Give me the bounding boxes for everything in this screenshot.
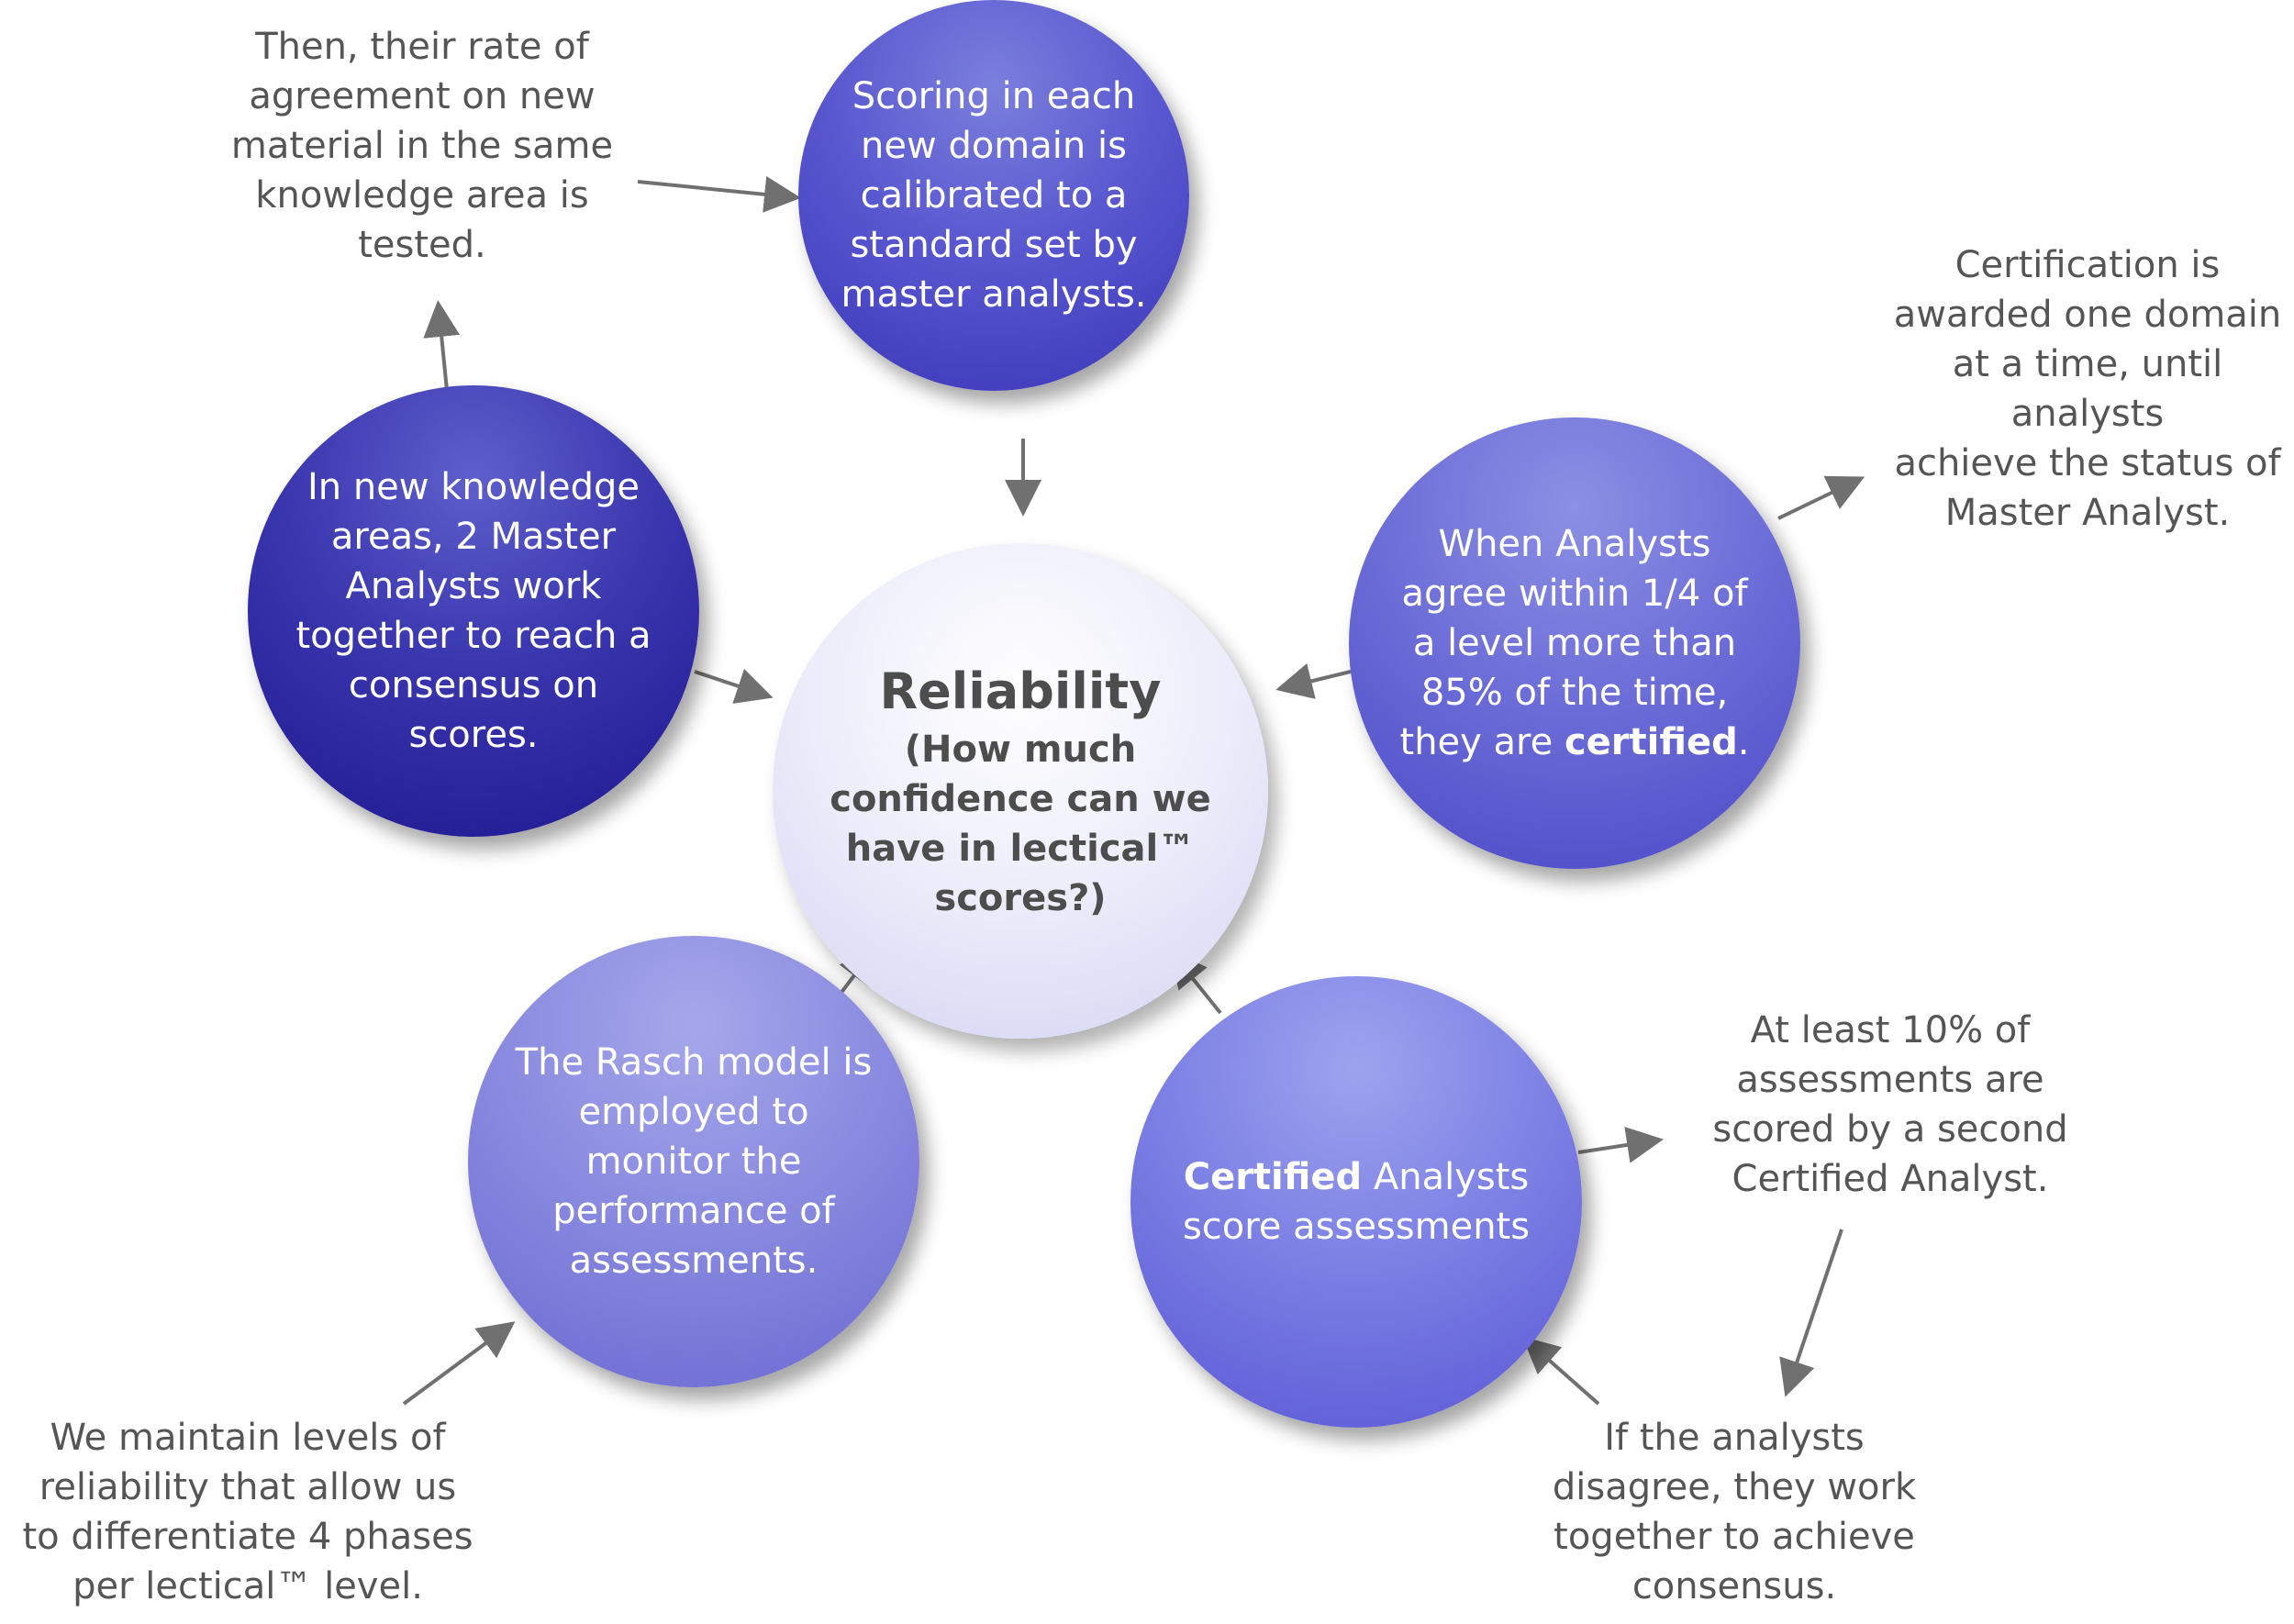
circle-certified-analysts: Certified Analysts score assessments	[1130, 976, 1582, 1428]
circle-center-reliability: Reliability (How much confidence can we …	[773, 543, 1268, 1039]
arrow-atleast-to-disagree	[1779, 1229, 1843, 1397]
circle-master-text: In new knowledge areas, 2 Master Analyst…	[295, 466, 651, 756]
circle-rasch-model: The Rasch model is employed to monitor t…	[468, 936, 919, 1387]
arrow-master-to-then	[423, 300, 461, 400]
arrow-master-to-center	[694, 668, 774, 704]
circle-scoring-text: Scoring in each new domain is calibrated…	[841, 75, 1147, 316]
center-text-block: Reliability (How much confidence can we …	[830, 659, 1211, 923]
arrow-maintain-to-rasch	[402, 1321, 516, 1406]
circle-master-analysts: In new knowledge areas, 2 Master Analyst…	[248, 385, 699, 837]
circle-certified-text: Certified Analysts score assessments	[1183, 1152, 1530, 1251]
arrow-certified-to-atleast	[1577, 1127, 1664, 1163]
circle-analysts-certification: When Analysts agree within 1/4 of a leve…	[1349, 417, 1800, 869]
arrow-then-to-scoring	[637, 175, 801, 213]
circle-scoring-calibration: Scoring in each new domain is calibrated…	[798, 0, 1189, 391]
center-title: Reliability	[879, 662, 1162, 720]
circle-certified-text-bold: Certified	[1183, 1156, 1363, 1198]
circle-rasch-text: The Rasch model is employed to monitor t…	[515, 1041, 873, 1282]
circle-analysts-text-pre: When Analysts agree within 1/4 of a leve…	[1399, 523, 1748, 763]
note-maintain-reliability: We maintain levels of reliability that a…	[22, 1417, 473, 1607]
arrow-analysts-to-center	[1275, 662, 1359, 699]
center-subtitle: (How much confidence can we have in lect…	[830, 729, 1211, 919]
note-agreement-tested: Then, their rate of agreement on new mat…	[230, 26, 614, 266]
arrow-analysts-to-certification	[1777, 475, 1865, 520]
arrow-disagree-to-certified	[1522, 1336, 1600, 1406]
circle-analysts-text-bold: certified	[1564, 721, 1738, 763]
note-disagree-consensus: If the analysts disagree, they work toge…	[1552, 1417, 1917, 1607]
note-certification-awarded: Certification is awarded one domain at a…	[1893, 244, 2282, 534]
circle-analysts-text: When Analysts agree within 1/4 of a leve…	[1400, 519, 1750, 767]
circle-analysts-text-post: .	[1737, 721, 1750, 763]
note-second-scoring: At least 10% of assessments are scored b…	[1712, 1009, 2068, 1200]
circle-certified-text-rest: Analysts score assessments	[1182, 1156, 1531, 1248]
